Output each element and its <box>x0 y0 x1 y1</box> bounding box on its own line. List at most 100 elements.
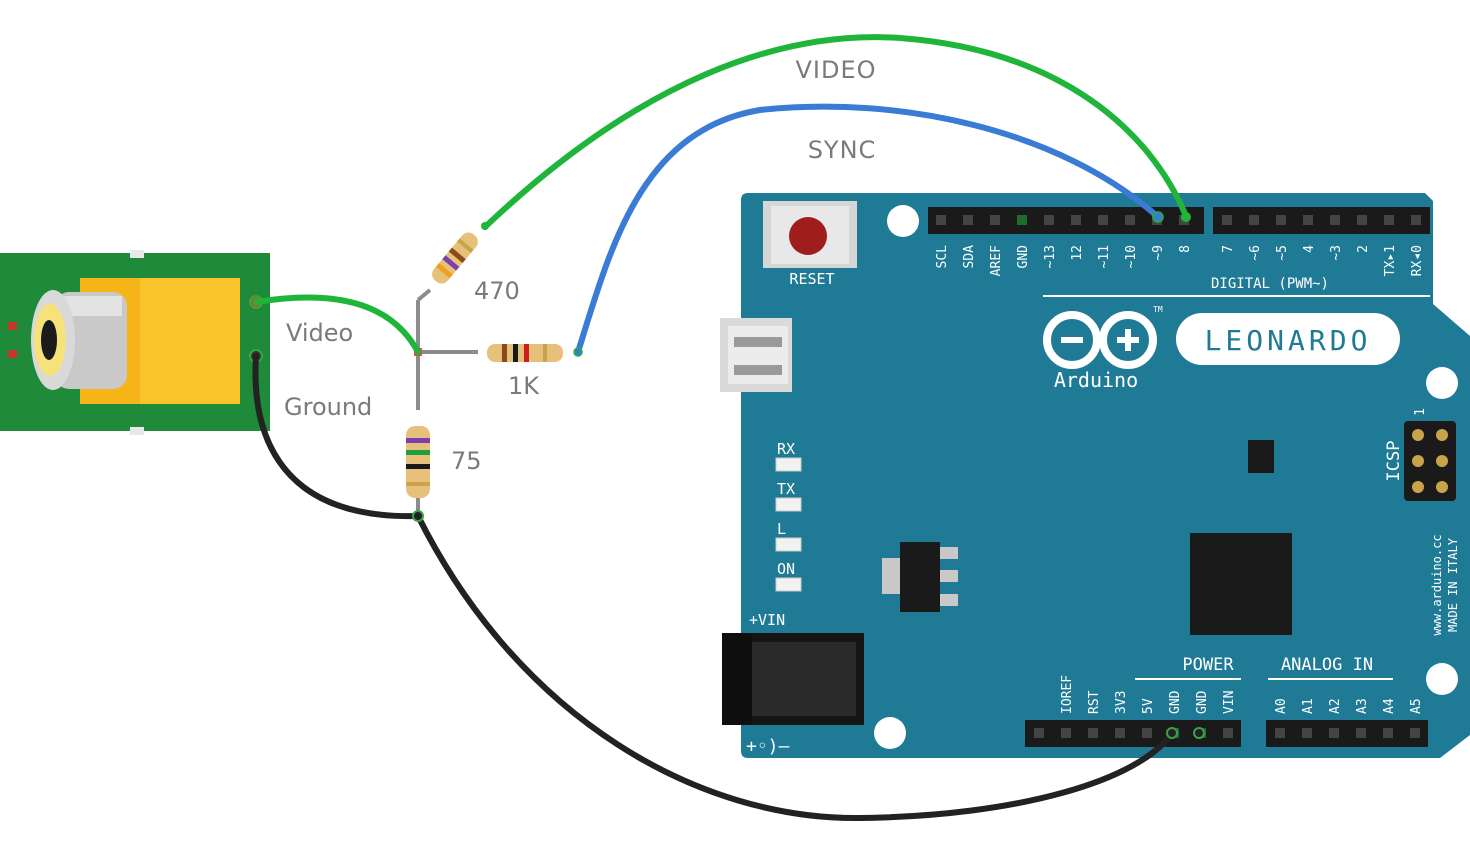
icsp-label: ICSP <box>1384 441 1404 482</box>
resistor-1k-label: 1K <box>508 372 540 400</box>
digital-pin-hole <box>1411 215 1421 225</box>
digital-pin-hole <box>1125 215 1135 225</box>
model-label: LEONARDO <box>1205 324 1372 357</box>
icsp-pin <box>1436 455 1448 467</box>
status-led <box>775 537 802 552</box>
status-led <box>775 497 802 512</box>
analog-pin-label: A5 <box>1409 698 1424 714</box>
mounting-hole <box>1426 663 1458 695</box>
rca-jack-hole <box>41 320 57 360</box>
polarity-symbol: +◦)– <box>746 736 790 757</box>
rca-pad-1 <box>8 322 17 330</box>
power-header <box>1025 720 1241 747</box>
mounting-hole <box>887 205 919 237</box>
digital-pin-label: 12 <box>1070 245 1085 261</box>
digital-pin-hole <box>963 215 973 225</box>
power-pin-label: GND <box>1195 690 1210 714</box>
digital-pin-label: RX◂0 <box>1410 245 1425 276</box>
sync-wire <box>575 103 1161 355</box>
sync-wire-label: SYNC <box>808 136 877 164</box>
resistor-75 <box>406 426 430 498</box>
digital-pin-label: ~11 <box>1097 245 1112 268</box>
power-pin-label: VIN <box>1222 691 1237 714</box>
digital-pin-label: AREF <box>989 245 1004 276</box>
analog-pin-label: A1 <box>1301 698 1316 714</box>
power-pin-label: GND <box>1168 690 1183 714</box>
digital-pin-label: ~6 <box>1248 245 1263 261</box>
power-pin-hole <box>1142 728 1152 738</box>
power-jack <box>722 633 864 725</box>
digital-pin-hole <box>1303 215 1313 225</box>
mounting-hole <box>1426 367 1458 399</box>
video-wire-connector <box>253 294 421 355</box>
led-label: RX <box>777 440 795 458</box>
ground-wire-connector <box>252 353 421 520</box>
power-pin-label: 3V3 <box>1114 691 1129 714</box>
arduino-logo <box>1043 311 1157 369</box>
icsp-header <box>1404 421 1456 501</box>
power-pin-label: RST <box>1087 690 1102 714</box>
analog-pin-hole <box>1329 728 1339 738</box>
icsp-pin <box>1412 481 1424 493</box>
status-led <box>775 577 802 592</box>
circuit-wiring <box>252 34 1205 822</box>
power-pin-label: 5V <box>1141 698 1156 714</box>
digital-pin-label: 7 <box>1221 245 1236 253</box>
analog-pin-hole <box>1275 728 1285 738</box>
digital-pin-label: ~13 <box>1043 245 1058 268</box>
power-header-label: POWER <box>1182 655 1234 675</box>
digital-pin-label: 8 <box>1178 245 1193 253</box>
analog-pin-hole <box>1383 728 1393 738</box>
digital-pin-label: TX▸1 <box>1383 245 1398 276</box>
resistor-470-label: 470 <box>474 277 520 305</box>
voltage-regulator <box>882 542 958 612</box>
analog-pin-hole <box>1356 728 1366 738</box>
rca-connector-module <box>0 250 270 435</box>
icsp-pin <box>1412 455 1424 467</box>
analog-pin-label: A3 <box>1355 698 1370 714</box>
analog-pin-label: A4 <box>1382 698 1397 714</box>
status-led <box>775 457 802 472</box>
digital-header-right <box>1213 207 1430 234</box>
digital-pin-label: ~10 <box>1124 245 1139 268</box>
digital-header-label: DIGITAL (PWM~) <box>1211 276 1329 292</box>
led-label: ON <box>777 560 795 578</box>
digital-pin-label: 4 <box>1302 245 1317 253</box>
power-pin-hole <box>1088 728 1098 738</box>
led-label: TX <box>777 480 795 498</box>
made-in-label: MADE IN ITALY <box>1446 537 1460 632</box>
digital-pin-label: ~5 <box>1275 245 1290 261</box>
analog-pin-hole <box>1410 728 1420 738</box>
resistor-470 <box>432 232 478 284</box>
rca-metal-sleeve <box>55 292 127 389</box>
ground-wire-board <box>415 513 1175 822</box>
digital-pin-hole <box>1384 215 1394 225</box>
power-pin-hole <box>1223 728 1233 738</box>
digital-pin-hole <box>1017 215 1027 225</box>
mounting-hole <box>874 717 906 749</box>
power-pin-hole <box>1115 728 1125 738</box>
digital-pin-hole <box>1222 215 1232 225</box>
digital-pin-label: GND <box>1016 245 1031 269</box>
rca-tab-top <box>130 250 144 258</box>
trademark-mark: TM <box>1153 305 1163 314</box>
digital-pin-hole <box>1098 215 1108 225</box>
resistor-1k <box>487 344 563 362</box>
analog-header <box>1266 720 1428 747</box>
reset-button[interactable] <box>763 201 857 268</box>
digital-pin-hole <box>1330 215 1340 225</box>
digital-pin-hole <box>990 215 1000 225</box>
digital-pin-label: SCL <box>935 245 950 269</box>
digital-pin-label: ~9 <box>1151 245 1166 261</box>
power-pin-hole <box>1061 728 1071 738</box>
icsp-pin <box>1412 429 1424 441</box>
led-label: L <box>777 520 786 538</box>
digital-pin-label: 2 <box>1356 245 1371 253</box>
icsp-pin1-label: 1 <box>1413 408 1428 416</box>
video-connector-label: Video <box>286 319 353 347</box>
digital-pin-label: SDA <box>962 245 977 269</box>
ground-connector-label: Ground <box>284 393 372 421</box>
arduino-leonardo-board: RESET +VIN +◦)– <box>720 193 1470 758</box>
digital-pin-label: ~3 <box>1329 245 1344 261</box>
